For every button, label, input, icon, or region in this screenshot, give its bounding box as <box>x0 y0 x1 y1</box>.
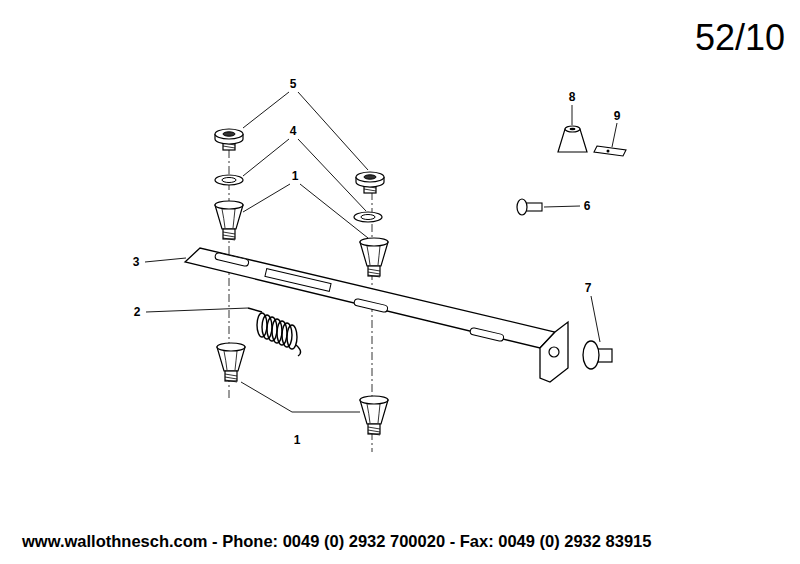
callout-number: 5 <box>290 78 297 90</box>
callout-number: 7 <box>585 282 592 294</box>
callout-number: 6 <box>584 200 591 212</box>
bolt-7 <box>583 341 612 369</box>
callout-number: 1 <box>292 170 299 182</box>
leader-line <box>243 184 368 238</box>
spring-coil <box>287 325 297 349</box>
tab-hole <box>549 347 559 357</box>
plate-tab <box>540 322 568 382</box>
rubber-stop <box>360 396 388 435</box>
bolt-head <box>517 199 527 215</box>
callout-number: 9 <box>614 110 621 122</box>
spring-hook <box>296 345 301 356</box>
cap-top <box>565 126 580 132</box>
cap-part <box>356 172 384 193</box>
plate-slot <box>265 269 331 292</box>
leader-line <box>572 105 573 125</box>
bolt-head <box>583 341 599 369</box>
washer-part <box>354 212 382 222</box>
leader-line <box>243 92 368 170</box>
leader-line <box>145 258 186 262</box>
cap-8 <box>558 126 587 152</box>
leader-line <box>243 139 366 211</box>
plate-slot <box>470 327 505 341</box>
plate-slot <box>215 252 250 266</box>
spring <box>248 308 301 356</box>
leader-line <box>241 382 360 412</box>
callout-number: 1 <box>294 434 301 446</box>
footer-contact: www.wallothnesch.com - Phone: 0049 (0) 2… <box>22 533 651 550</box>
cap-hole <box>570 128 576 131</box>
leader-lines <box>145 92 617 412</box>
spring-hook <box>248 308 262 312</box>
rubber-stop <box>360 238 388 277</box>
clip-part <box>594 146 626 156</box>
sheet-number: 52/10 <box>695 20 785 56</box>
clip-hole <box>607 150 610 153</box>
washer-part <box>215 175 243 185</box>
cap-part <box>215 129 243 150</box>
callout-number: 3 <box>133 256 140 268</box>
bolt-6 <box>517 199 542 215</box>
callout-number: 8 <box>569 91 576 103</box>
plate-slot <box>354 298 389 312</box>
bolt-shank <box>526 203 542 211</box>
rubber-stop <box>215 201 243 240</box>
leader-line <box>544 206 580 207</box>
callout-number: 2 <box>134 306 141 318</box>
leader-line <box>146 308 248 312</box>
leader-line <box>591 296 600 342</box>
rubber-stop <box>217 343 245 382</box>
callout-number: 4 <box>290 125 297 137</box>
leader-line <box>612 123 617 147</box>
